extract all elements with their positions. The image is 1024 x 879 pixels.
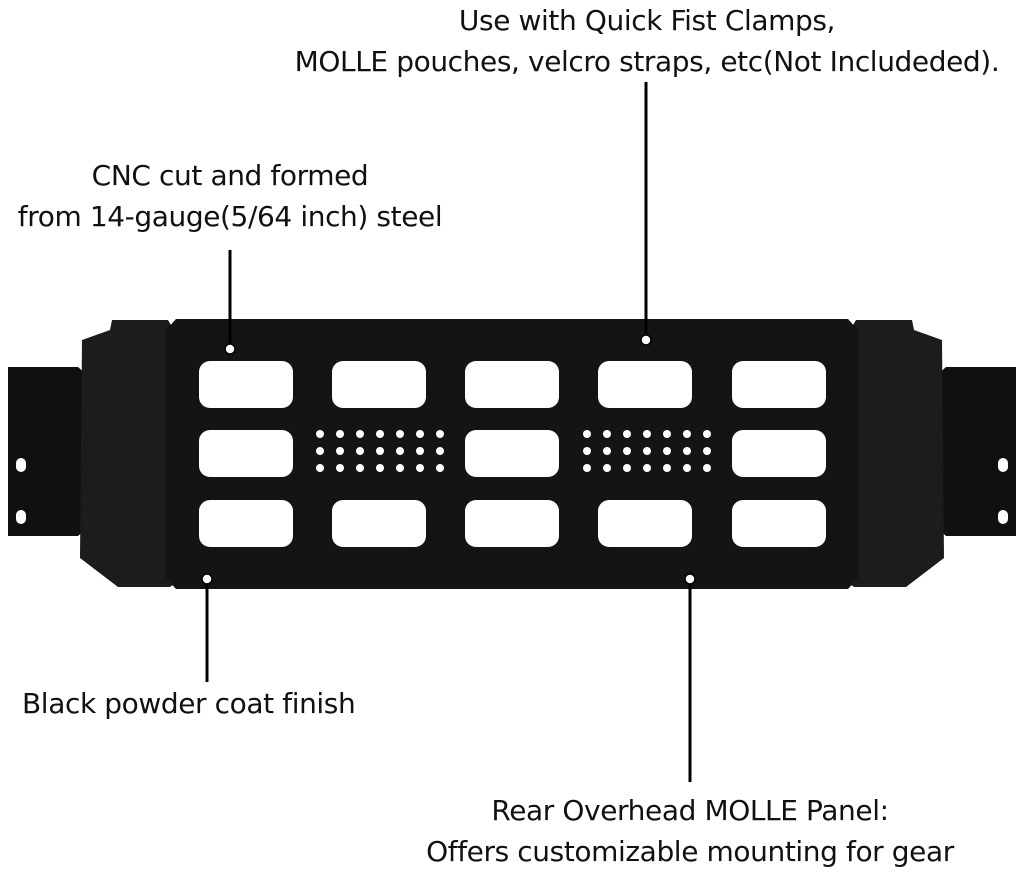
hole [703,430,711,438]
hole [663,430,671,438]
hole [436,464,444,472]
hole [336,430,344,438]
hole [416,447,424,455]
leader-dot-clamps [640,334,652,346]
molle-slot [199,430,293,477]
hole [623,447,631,455]
hole [336,447,344,455]
hole [643,464,651,472]
molle-slots [199,361,826,547]
hole [583,464,591,472]
hole [316,464,324,472]
leader-dot-cnc [224,343,236,355]
hole [376,430,384,438]
hole [643,430,651,438]
hole [663,464,671,472]
callout-panel-line1: Rear Overhead MOLLE Panel: [491,794,889,827]
molle-slot [332,361,426,408]
callout-finish: Black powder coat finish [22,683,392,724]
hole [436,430,444,438]
callout-clamps-line1: Use with Quick Fist Clamps, [458,4,836,37]
hole [703,447,711,455]
molle-slot [732,361,826,408]
molle-slot [598,500,692,547]
callout-cnc-line1: CNC cut and formed [91,159,369,192]
hole [663,447,671,455]
hole [396,464,404,472]
hole [683,430,691,438]
callout-clamps: Use with Quick Fist Clamps, MOLLE pouche… [262,0,1024,82]
molle-slot [465,430,559,477]
hole [623,464,631,472]
left-mounting-bracket [8,367,92,536]
molle-slot [199,361,293,408]
hole [436,447,444,455]
left-side-flange [80,320,180,587]
hole [583,430,591,438]
hole [316,430,324,438]
callout-panel-line2: Offers customizable mounting for gear [426,835,954,868]
callout-finish-line1: Black powder coat finish [22,687,356,720]
hole [356,464,364,472]
hole [316,447,324,455]
hole [376,447,384,455]
callout-cnc: CNC cut and formed from 14-gauge(5/64 in… [0,155,460,237]
molle-slot [732,500,826,547]
hole [356,447,364,455]
hole [623,430,631,438]
hole [416,430,424,438]
hole [376,464,384,472]
leader-dot-finish [201,573,213,585]
right-side-flange [844,320,944,587]
hole [336,464,344,472]
callout-panel: Rear Overhead MOLLE Panel: Offers custom… [400,790,980,872]
hole-grid [316,430,711,472]
hole [583,447,591,455]
molle-slot [732,430,826,477]
molle-slot [332,500,426,547]
right-mounting-bracket [932,367,1016,536]
hole [703,464,711,472]
hole [683,464,691,472]
hole [683,447,691,455]
molle-slot [598,361,692,408]
hole [603,430,611,438]
hole [396,430,404,438]
leader-dot-panel [684,573,696,585]
hole [603,447,611,455]
callout-clamps-line2: MOLLE pouches, velcro straps, etc(Not In… [294,45,1000,78]
callout-cnc-line2: from 14-gauge(5/64 inch) steel [17,200,443,233]
hole [643,447,651,455]
hole [356,430,364,438]
molle-slot [465,500,559,547]
hole [416,464,424,472]
molle-slot [465,361,559,408]
molle-slot [199,500,293,547]
hole [603,464,611,472]
hole [396,447,404,455]
